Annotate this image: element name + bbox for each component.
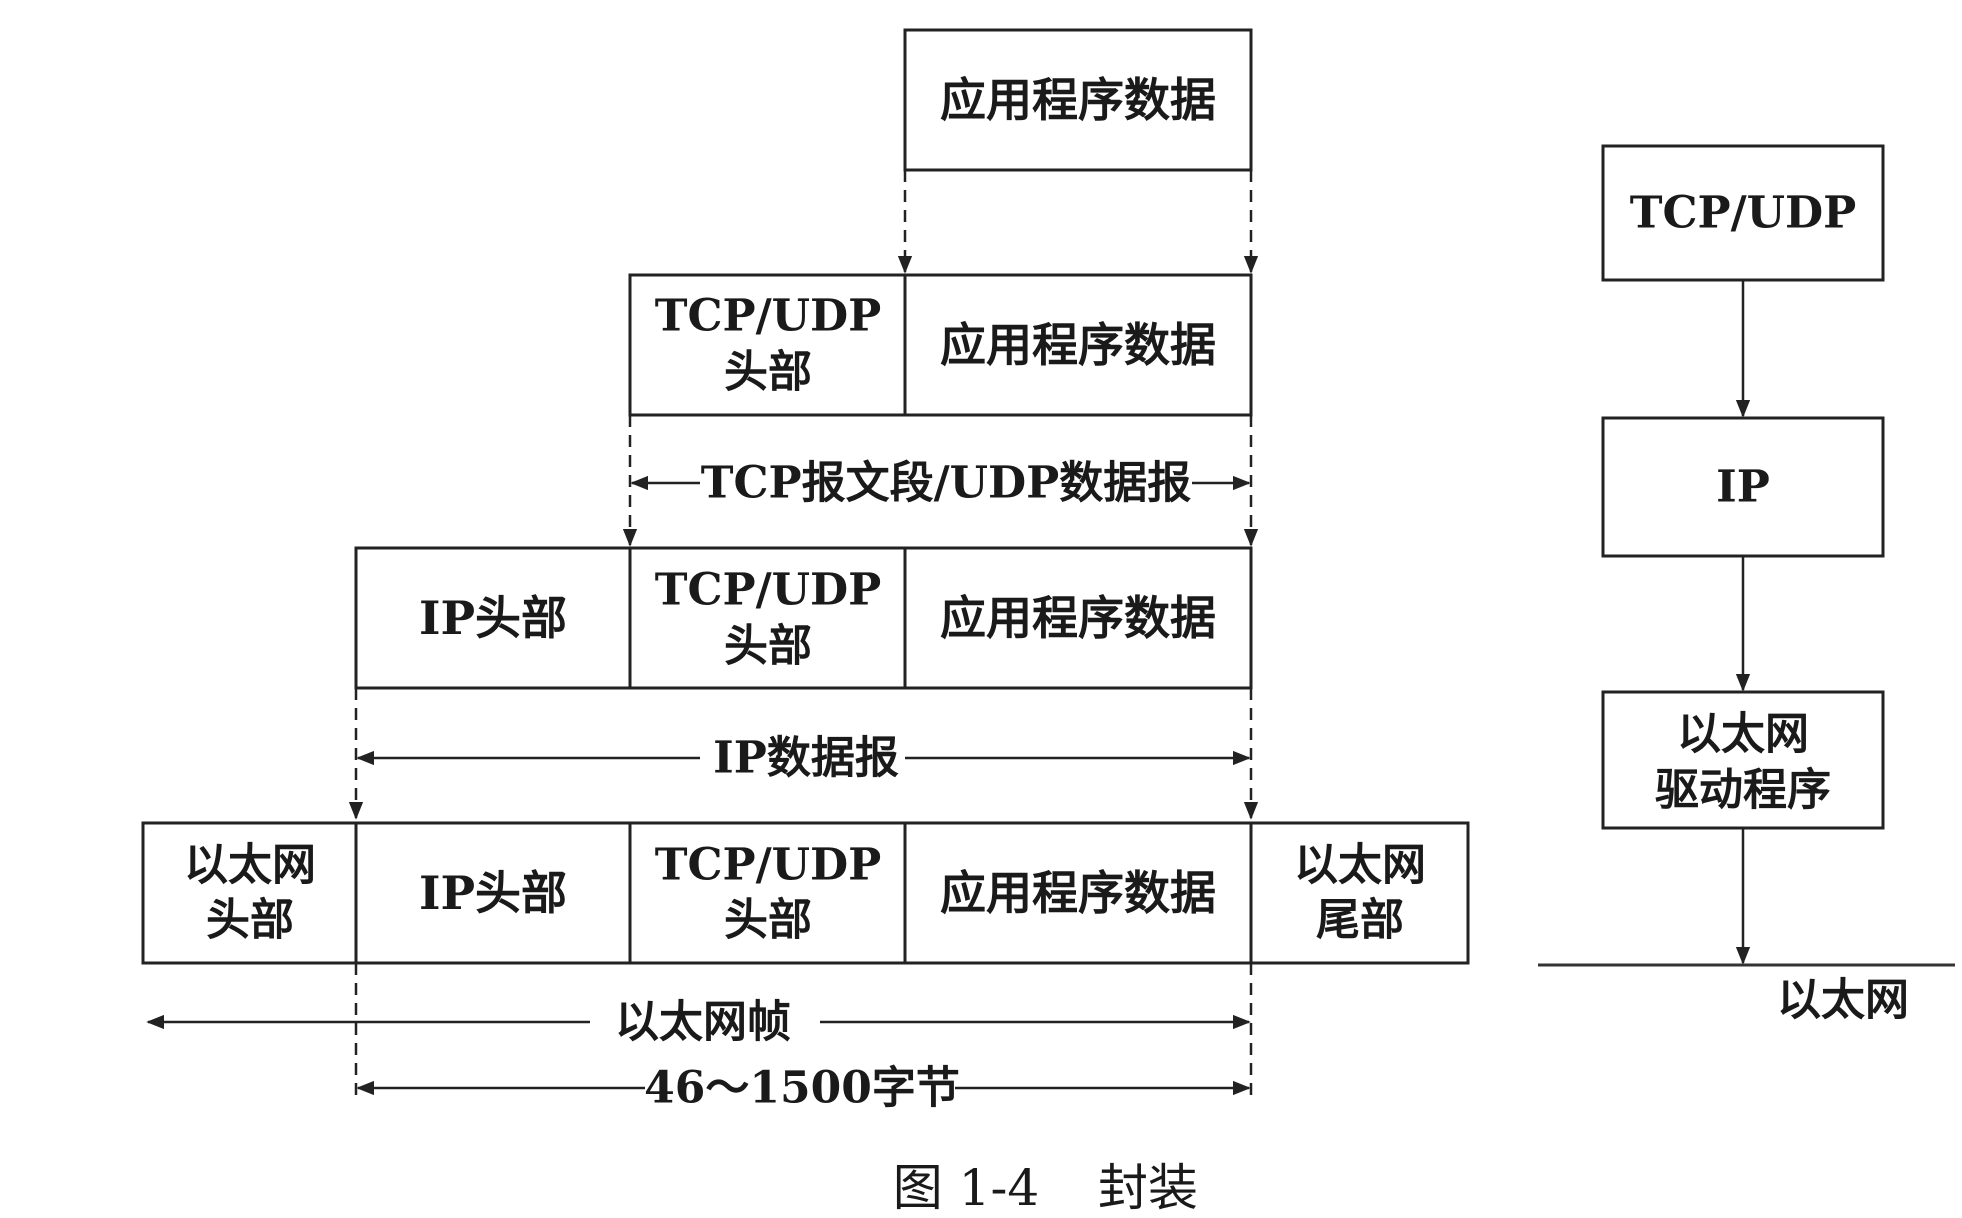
span-tcp-segment: TCP报文段/UDP数据报 — [622, 415, 1259, 547]
app-data-box — [903, 28, 1253, 172]
row-ethernet-frame: 以太网 头部 IP头部 TCP/UDP 头部 应用程序数据 以太网 尾部 — [141, 821, 1470, 965]
ip-row-tcp-header-line2: 头部 — [724, 621, 812, 672]
eth-header-label-line1: 以太网 — [184, 840, 316, 891]
stack-tcp-udp-box — [1601, 144, 1885, 282]
stack-tcp-udp-label: TCP/UDP — [1630, 188, 1857, 239]
eth-row-ip-header-label: IP头部 — [419, 866, 567, 920]
ethernet-frame-box — [141, 821, 1470, 965]
app-data-label: 应用程序数据 — [940, 73, 1216, 127]
stack-ethernet-driver-label-line1: 以太网 — [1677, 709, 1809, 760]
payload-size-span-label: 46～1500字节 — [644, 1063, 960, 1114]
eth-trailer-label-line1: 以太网 — [1294, 840, 1426, 891]
ip-row-tcp-header-line1: TCP/UDP — [655, 565, 882, 616]
stack-ethernet-driver-box — [1601, 690, 1885, 830]
eth-row-tcp-header-line1: TCP/UDP — [655, 840, 882, 891]
ethernet-bus-label: 以太网 — [1777, 975, 1909, 1026]
span-ethernet-frame: 以太网帧 — [146, 997, 1251, 1048]
protocol-stack: TCP/UDP IP 以太网 驱动程序 以太网 — [1538, 144, 1955, 1026]
eth-row-app-data-label: 应用程序数据 — [940, 866, 1216, 920]
transport-segment-box — [628, 273, 1253, 417]
caption-title: 封装 — [1098, 1159, 1198, 1217]
ip-datagram-span-label: IP数据报 — [713, 733, 899, 784]
ip-header-label: IP头部 — [419, 591, 567, 645]
stack-ethernet-driver-label-line2: 驱动程序 — [1655, 765, 1831, 816]
ip-datagram-box — [354, 546, 1253, 690]
eth-trailer-label-line2: 尾部 — [1316, 895, 1404, 946]
stack-ip-box — [1601, 416, 1885, 558]
ethernet-frame-span-label: 以太网帧 — [615, 997, 791, 1048]
ip-row-app-data-label: 应用程序数据 — [940, 591, 1216, 645]
row-transport-segment: TCP/UDP 头部 应用程序数据 — [628, 273, 1253, 417]
tcp-segment-span-label: TCP报文段/UDP数据报 — [701, 458, 1192, 509]
span-payload-size: 46～1500字节 — [356, 1063, 1251, 1114]
stack-ip-label: IP — [1716, 462, 1770, 513]
eth-row-tcp-header-line2: 头部 — [724, 895, 812, 946]
row-ip-datagram: IP头部 TCP/UDP 头部 应用程序数据 — [354, 546, 1253, 690]
eth-header-label-line2: 头部 — [206, 895, 294, 946]
figure-caption: 图 1-4 封装 — [893, 1159, 1198, 1217]
tcp-udp-header-label-line2: 头部 — [724, 347, 812, 398]
row-application-data: 应用程序数据 — [903, 28, 1253, 172]
span-ip-datagram: IP数据报 — [348, 688, 1259, 820]
tcp-udp-header-label-line1: TCP/UDP — [655, 291, 882, 342]
caption-number: 图 1-4 — [893, 1159, 1039, 1217]
transport-app-data-label: 应用程序数据 — [940, 318, 1216, 372]
